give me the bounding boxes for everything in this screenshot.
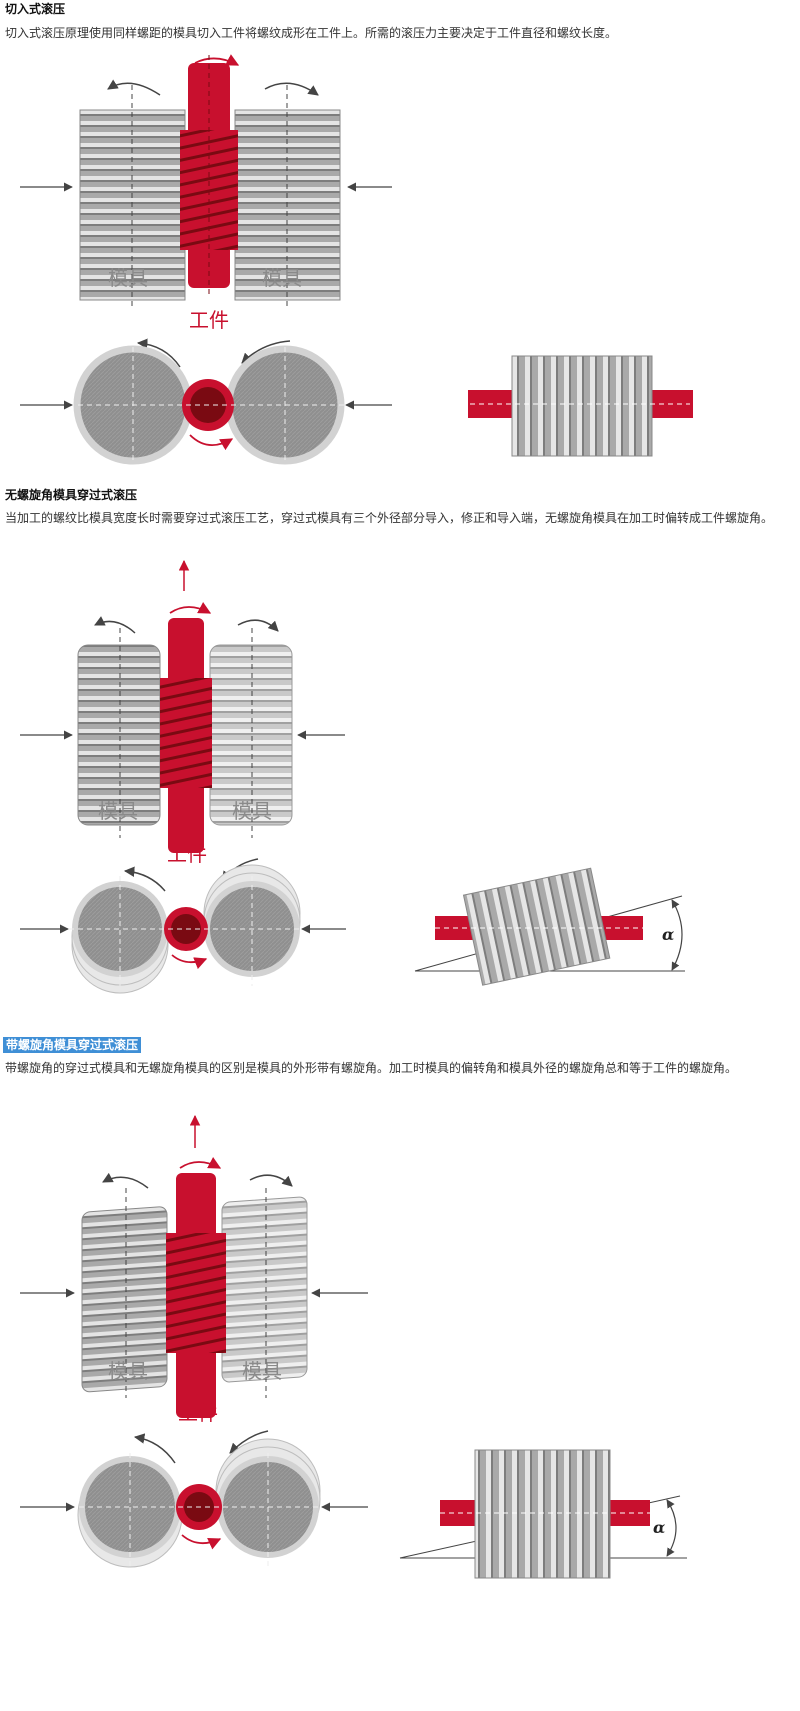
angle-label: α (653, 1518, 665, 1537)
rotation-arrow-icon (237, 619, 279, 632)
rotation-arrow-icon (189, 434, 234, 451)
rotation-arrow-icon (133, 1433, 176, 1464)
threaded-workpiece (462, 867, 611, 986)
workpiece-threaded (160, 678, 212, 788)
rotation-arrow-icon (181, 1534, 222, 1550)
die-right (209, 644, 293, 826)
through-feed-end-view-diagram (20, 858, 346, 994)
rotation-arrow-icon (249, 1174, 293, 1187)
rotation-arrow-icon (169, 602, 212, 614)
section-description: 带螺旋角的穿过式模具和无螺旋角模具的区别是模具的外形带有螺旋角。加工时模具的偏转… (5, 1061, 738, 1075)
rotation-arrow-icon (123, 866, 166, 892)
helix-end-view-diagram (20, 1430, 368, 1568)
workpiece-threaded (166, 1233, 226, 1353)
infeed-end-view-diagram (20, 338, 392, 465)
rotation-arrow-icon (107, 79, 161, 96)
rotation-arrow-icon (241, 340, 291, 364)
helix-result-diagram: α (399, 1449, 687, 1579)
through-feed-result-diagram: α (414, 867, 685, 986)
section-description: 切入式滚压原理使用同样螺距的模具切入工件将螺纹成形在工件上。所需的滚压力主要决定… (5, 26, 618, 40)
rotation-arrow-icon (102, 1172, 149, 1189)
rotation-arrow-icon (94, 616, 136, 634)
die-label: 模具 (232, 799, 272, 823)
section-through-feed-helix: 带螺旋角模具穿过式滚压 带螺旋角的穿过式模具和无螺旋角模具的区别是模具的外形带有… (0, 1033, 800, 1711)
rotation-arrow-icon (194, 54, 240, 66)
rotation-arrow-icon (229, 1430, 269, 1454)
die-right (221, 1196, 308, 1383)
section-heading: 切入式滚压 (5, 2, 66, 16)
workpiece-label: 工件 (178, 1401, 218, 1425)
section-infeed: 切入式滚压 切入式滚压原理使用同样螺距的模具切入工件将螺纹成形在工件上。所需的滚… (0, 0, 800, 490)
threaded-workpiece (511, 355, 653, 457)
die-label: 模具 (108, 266, 148, 290)
section-heading: 无螺旋角模具穿过式滚压 (5, 488, 138, 502)
workpiece-label: 工件 (189, 308, 229, 332)
rotation-arrow-icon (179, 1157, 222, 1169)
workpiece-label: 工件 (167, 842, 207, 866)
die-label: 模具 (242, 1359, 282, 1383)
threaded-workpiece (474, 1449, 611, 1579)
through-feed-side-view-diagram: 模具 模具 工件 (20, 559, 345, 866)
angle-label: α (662, 925, 674, 944)
die-label: 模具 (108, 1359, 148, 1383)
die-label: 模具 (98, 799, 138, 823)
section-heading-highlighted: 带螺旋角模具穿过式滚压 (3, 1037, 142, 1053)
infeed-side-view-diagram: 模具 模具 工件 (20, 54, 392, 332)
infeed-result-diagram (468, 355, 693, 457)
rotation-arrow-icon (171, 954, 208, 970)
die-left (77, 644, 161, 826)
helix-side-view-diagram: 模具 模具 工件 (20, 1114, 368, 1425)
rotation-arrow-icon (136, 338, 181, 368)
die-label: 模具 (262, 266, 302, 290)
rotation-arrow-icon (264, 82, 319, 96)
section-through-feed-no-helix: 无螺旋角模具穿过式滚压 当加工的螺纹比模具宽度长时需要穿过式滚压工艺，穿过式模具… (0, 483, 800, 1033)
section-description: 当加工的螺纹比模具宽度长时需要穿过式滚压工艺，穿过式模具有三个外径部分导入，修正… (5, 511, 774, 525)
